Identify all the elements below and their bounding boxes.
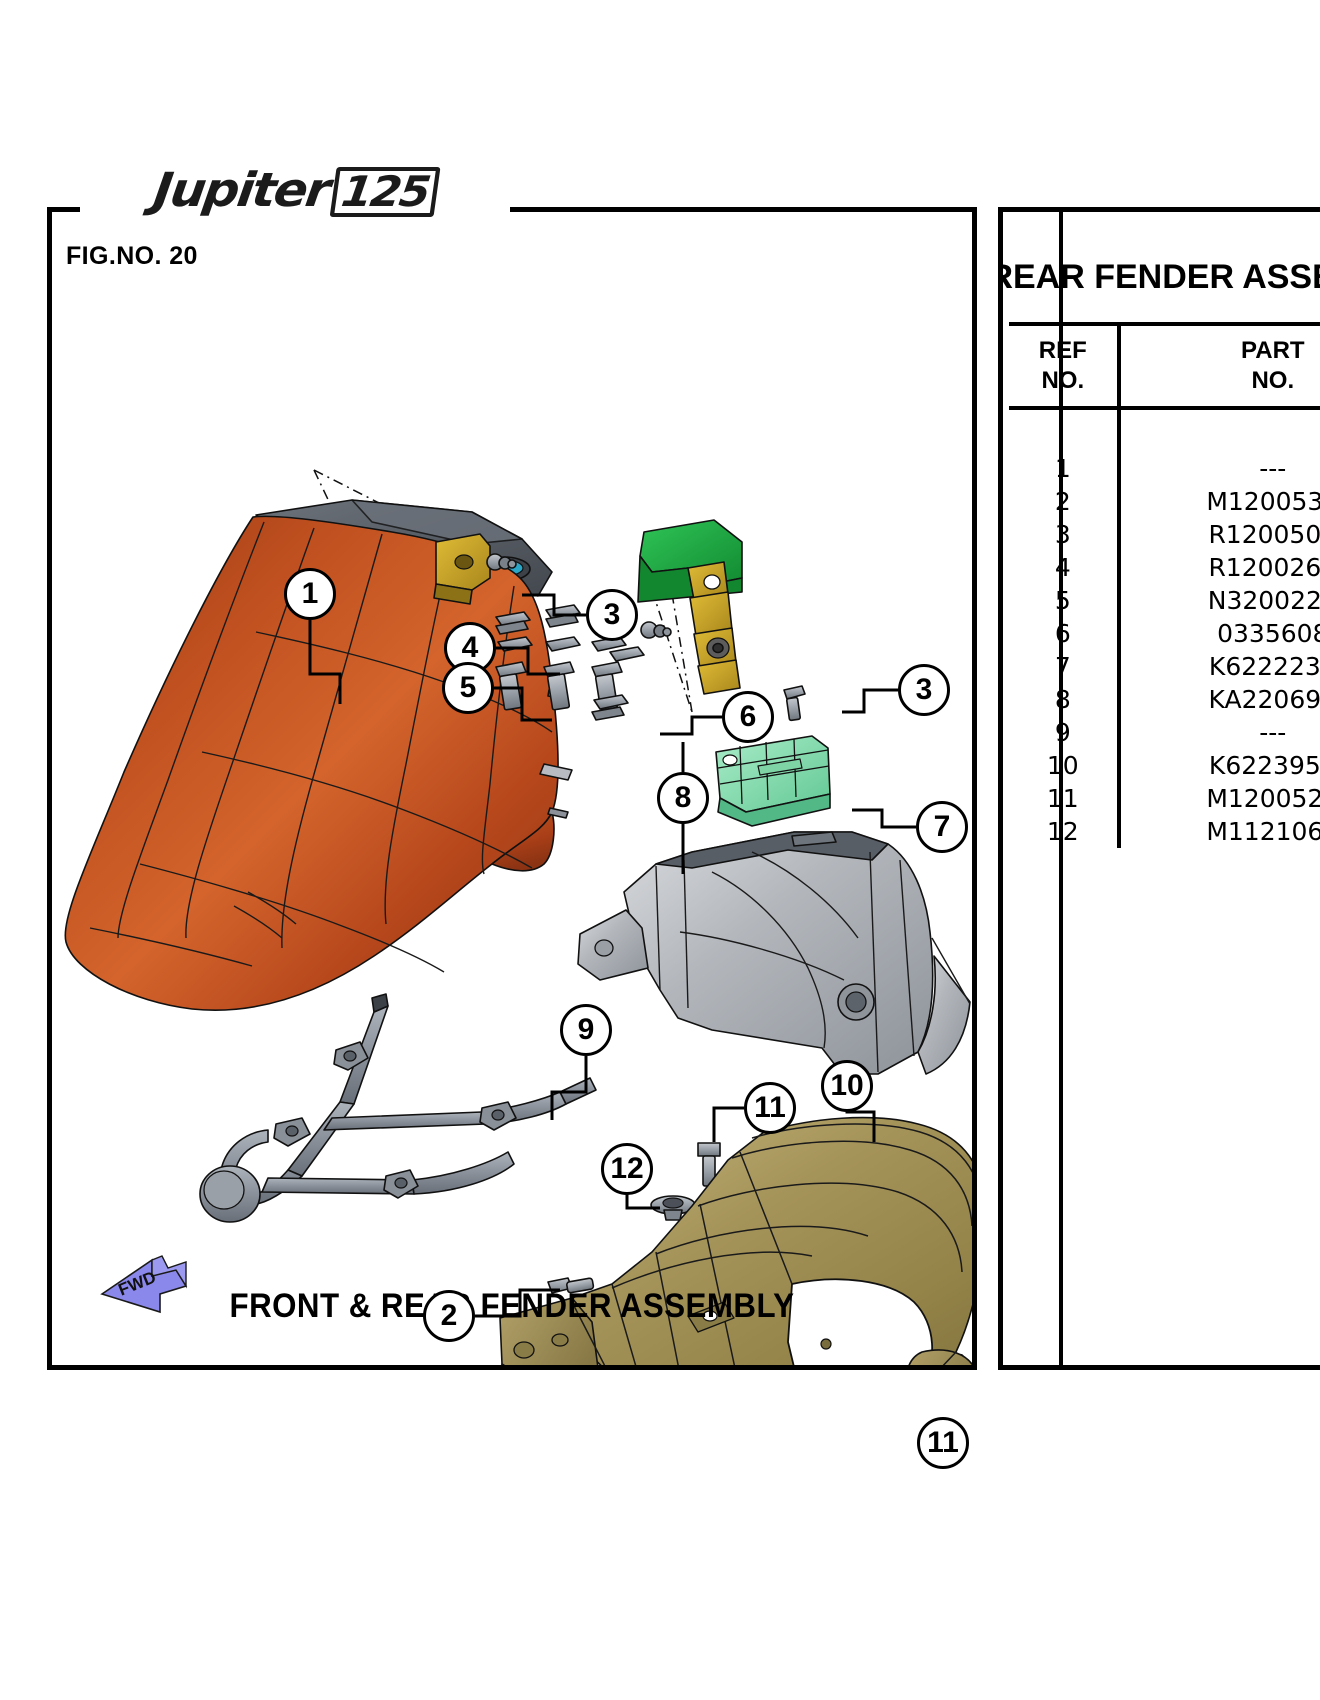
cell-ref: 4 (1009, 551, 1121, 584)
callout-5[interactable]: 5 (442, 662, 494, 714)
header-part-line2: NO. (1251, 367, 1295, 394)
table-row[interactable]: 12M1121060 (1009, 815, 1320, 848)
exploded-view-illustration (64, 469, 972, 1365)
part-inner-fender (577, 831, 971, 1075)
bracket-green-gold (637, 519, 743, 695)
brand-name: Jupiter (149, 163, 332, 218)
parts-table: REF NO. PART NO. 1--- 2M1200530 3R120050… (1009, 322, 1320, 848)
table-row[interactable]: 3R1200500 (1009, 518, 1320, 551)
parts-table-body: 1--- 2M1200530 3R1200500 4R1200260 5N320… (1009, 408, 1320, 848)
table-row[interactable]: 60335608 (1009, 617, 1320, 650)
table-row[interactable]: 9--- (1009, 716, 1320, 749)
screw-3c (783, 685, 806, 722)
cell-ref: 2 (1009, 485, 1121, 518)
part-bolt-11a (697, 1142, 721, 1187)
washer-row-6 (591, 646, 645, 721)
cell-part: R1200260 (1118, 551, 1320, 584)
callout-1[interactable]: 1 (284, 568, 336, 620)
table-spacer-row (1009, 408, 1320, 440)
part-grommet-12 (650, 1195, 696, 1221)
callout-3-right[interactable]: 3 (898, 664, 950, 716)
callout-10[interactable]: 10 (821, 1060, 873, 1112)
cell-part: K6223950 (1118, 749, 1320, 782)
cell-ref: 9 (1009, 716, 1121, 749)
cell-part: M1200530 (1118, 485, 1320, 518)
callout-7[interactable]: 7 (916, 801, 968, 853)
cell-ref: 10 (1009, 749, 1121, 782)
cell-part: R1200500 (1118, 518, 1320, 551)
brand-model-badge: 125 (329, 167, 440, 217)
table-row[interactable]: 2M1200530 (1009, 485, 1320, 518)
cell-ref: 3 (1009, 518, 1121, 551)
screw-3b (640, 621, 672, 639)
part-hose-guide (199, 993, 597, 1223)
table-row[interactable]: 10K6223950 (1009, 749, 1320, 782)
cell-part: --- (1118, 716, 1320, 749)
table-row[interactable]: 11M1200520 (1009, 782, 1320, 815)
cell-ref: 11 (1009, 782, 1121, 815)
callout-2[interactable]: 2 (423, 1290, 475, 1342)
header-part-no: PART NO. (1118, 324, 1320, 410)
fwd-direction-arrow: FWD (90, 1242, 200, 1322)
callout-11[interactable]: 11 (744, 1082, 796, 1134)
cell-part: 0335608 (1118, 617, 1320, 650)
header-ref-no: REF NO. (1009, 324, 1121, 410)
figure-number: FIG.NO. 20 (66, 242, 198, 270)
part-rear-fender (499, 1116, 972, 1365)
cell-ref: 5 (1009, 584, 1121, 617)
table-right-rule (1059, 207, 1063, 1370)
table-row[interactable]: 8KA220690 (1009, 683, 1320, 716)
parts-table-title: FRONT & REAR FENDER ASSEMBLY (1003, 257, 1320, 296)
cell-ref: 8 (1009, 683, 1121, 716)
header-part-line1: PART (1241, 337, 1305, 364)
part-bolt-2 (547, 1277, 595, 1294)
cell-ref: 12 (1009, 815, 1121, 848)
callout-8[interactable]: 8 (657, 772, 709, 824)
table-row[interactable]: 4R1200260 (1009, 551, 1320, 584)
assembly-title: FRONT & REAR FENDER ASSEMBLY (229, 1287, 795, 1325)
cell-part: K6222230 (1118, 650, 1320, 683)
callout-12[interactable]: 12 (601, 1143, 653, 1195)
callout-3[interactable]: 3 (586, 589, 638, 641)
callout-11-lower[interactable]: 11 (917, 1417, 969, 1469)
callout-6[interactable]: 6 (722, 691, 774, 743)
cell-part: KA220690 (1118, 683, 1320, 716)
cell-part: --- (1118, 440, 1320, 485)
part-mint-bracket (715, 735, 831, 827)
table-row[interactable]: 1--- (1009, 440, 1320, 485)
cell-ref: 7 (1009, 650, 1121, 683)
cell-ref: 6 (1009, 617, 1121, 650)
table-row[interactable]: 5N3200220 (1009, 584, 1320, 617)
parts-table-panel: FRONT & REAR FENDER ASSEMBLY REF NO. PAR… (998, 207, 1320, 1370)
diagram-panel: FIG.NO. 20 (47, 207, 977, 1469)
screw-3a (486, 553, 517, 571)
cell-part: M1200520 (1118, 782, 1320, 815)
parts-table-header-row: REF NO. PART NO. (1009, 324, 1320, 410)
callout-9[interactable]: 9 (560, 1004, 612, 1056)
cell-part: M1121060 (1118, 815, 1320, 848)
cell-ref: 1 (1009, 440, 1121, 485)
table-row[interactable]: 7K6222230 (1009, 650, 1320, 683)
